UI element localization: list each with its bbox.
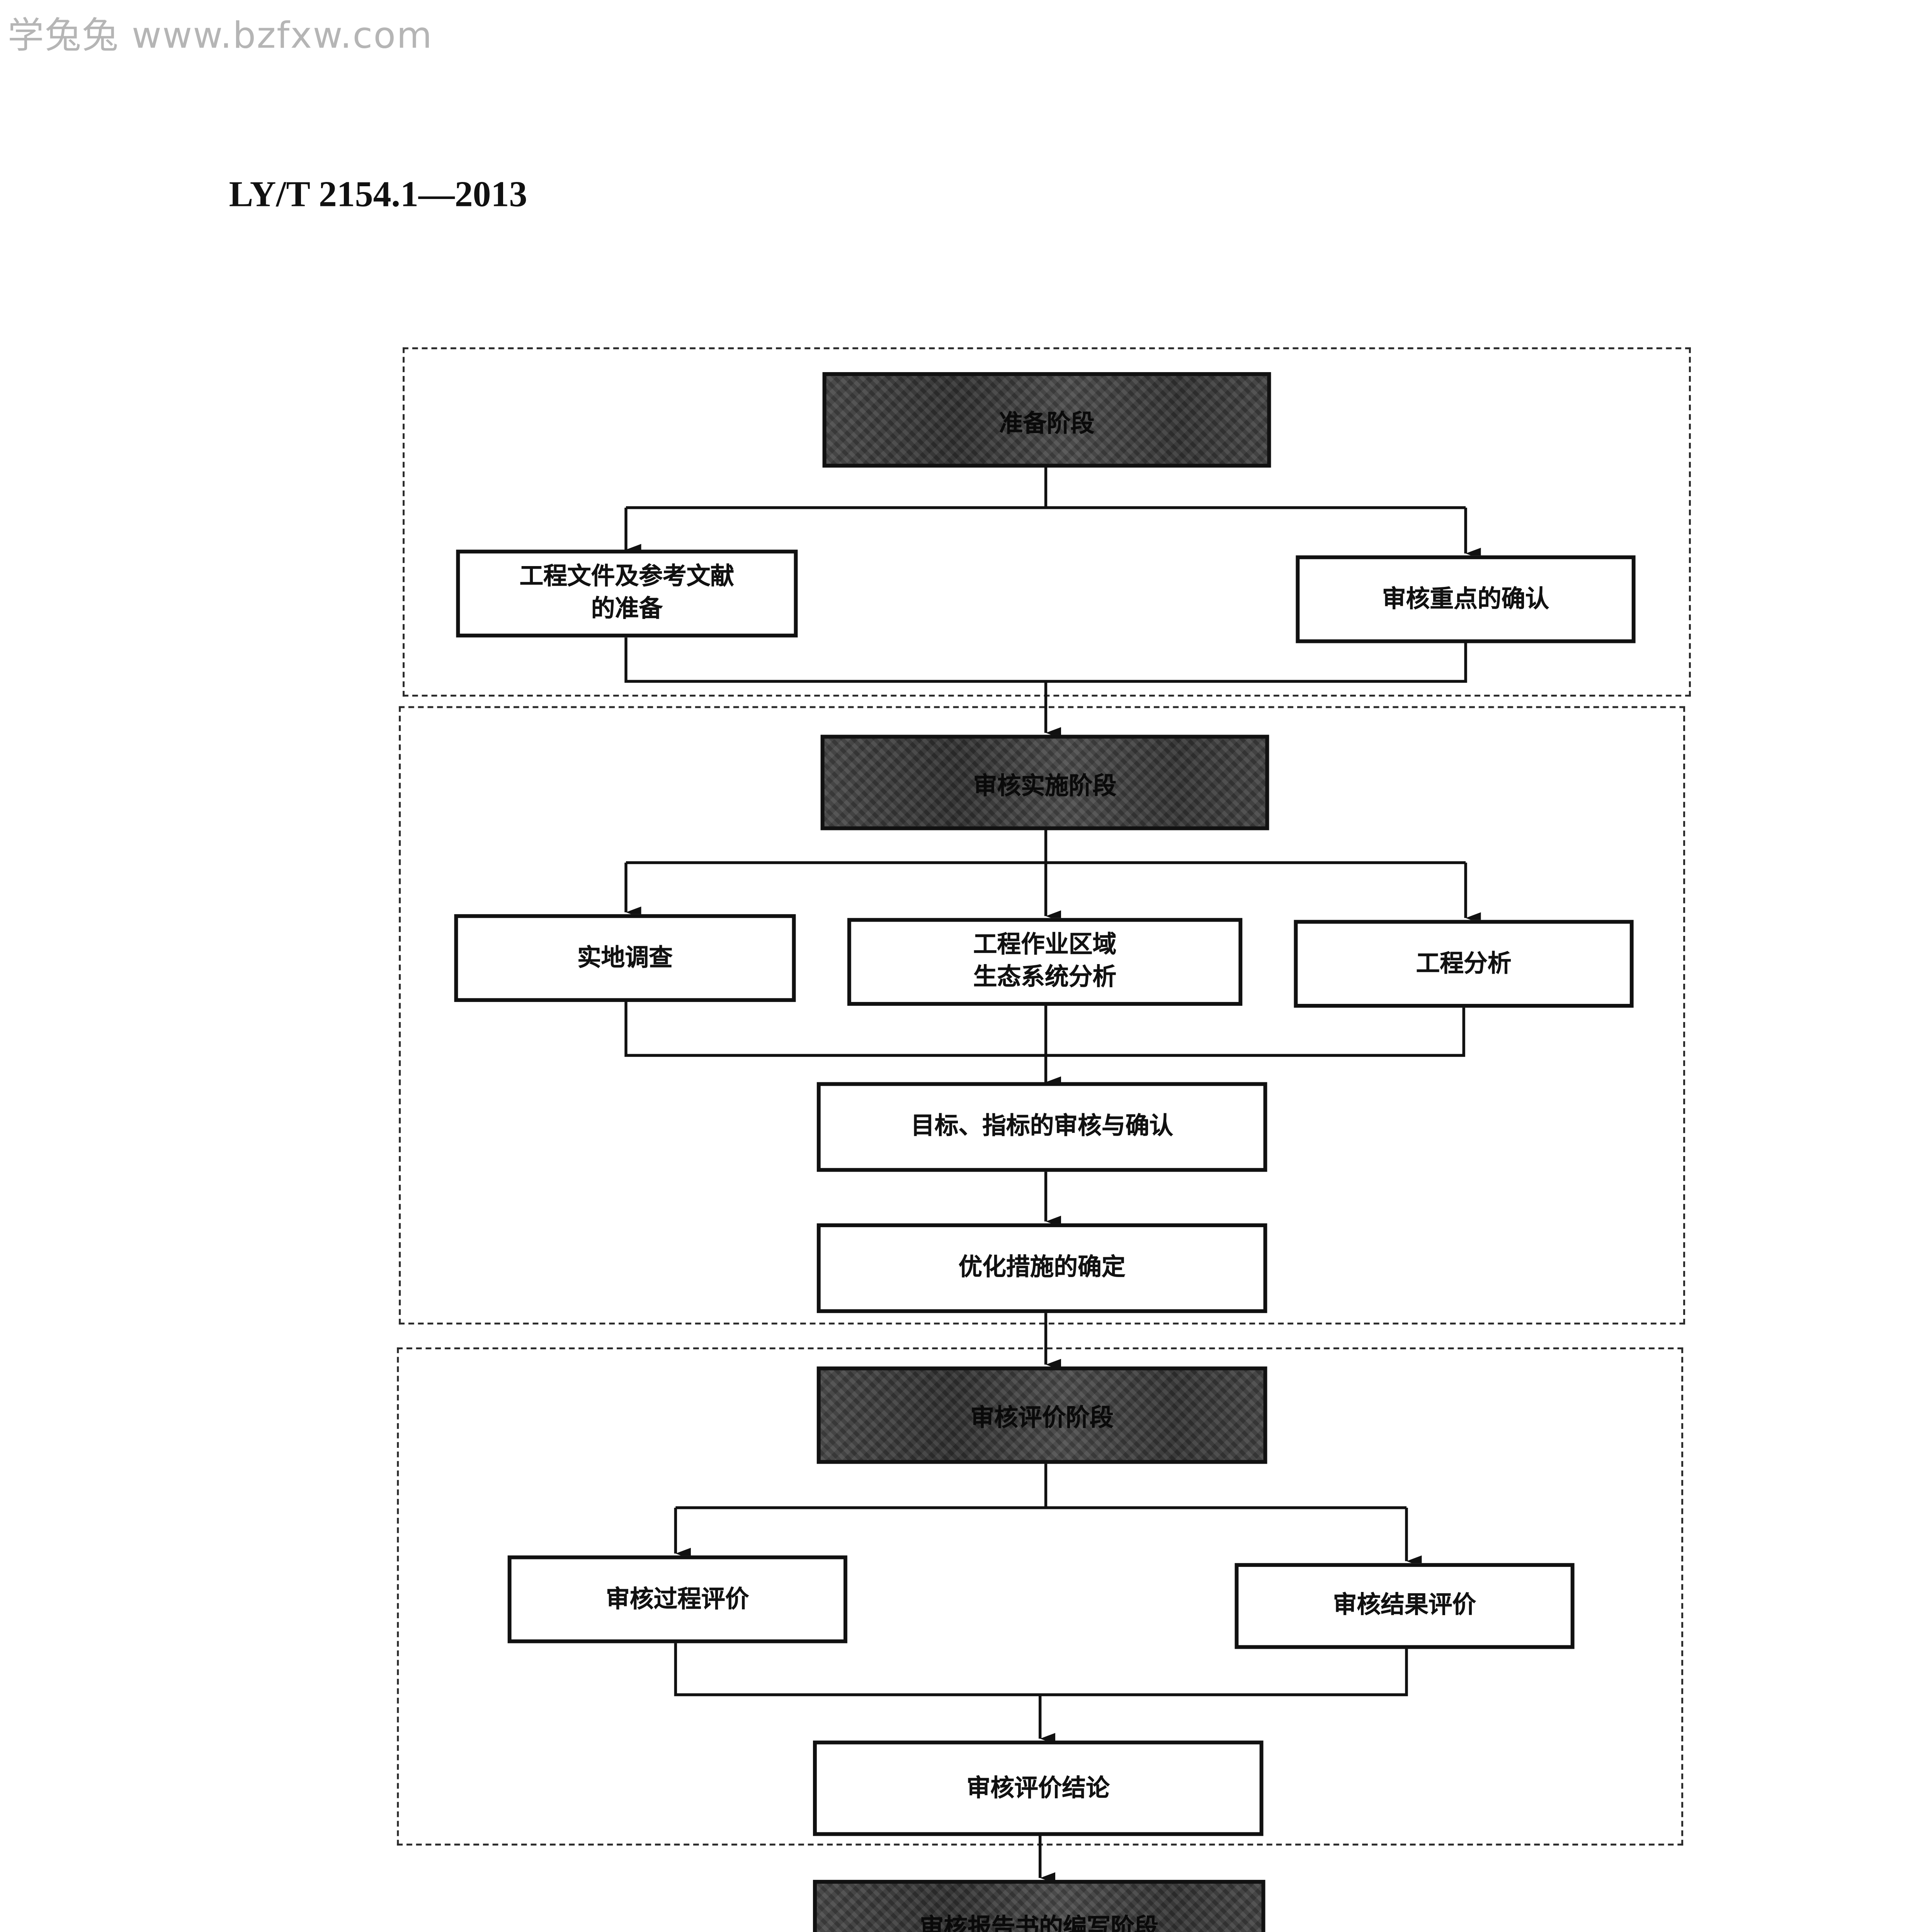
step-result-evaluation: 审核结果评价 — [1235, 1563, 1575, 1649]
step-docs-preparation: 工程文件及参考文献 的准备 — [456, 549, 798, 638]
phase-implementation-label: 审核实施阶段 — [973, 770, 1117, 799]
phase-evaluation-label: 审核评价阶段 — [970, 1403, 1114, 1432]
phase-implementation: 审核实施阶段 — [820, 735, 1269, 830]
step-ecosystem-analysis: 工程作业区域 生态系统分析 — [847, 918, 1243, 1006]
step-process-evaluation: 审核过程评价 — [507, 1555, 847, 1643]
phase-preparation-label: 准备阶段 — [999, 407, 1095, 436]
phase-evaluation: 审核评价阶段 — [816, 1366, 1267, 1464]
step-targets-review: 目标、指标的审核与确认 — [816, 1082, 1267, 1172]
watermark: 学兔兔 www.bzfxw.com — [7, 15, 433, 58]
connector-line — [624, 637, 1467, 683]
phase-preparation: 准备阶段 — [822, 372, 1271, 468]
phase-report: 审核报告书的编写阶段 — [813, 1880, 1265, 1932]
connector-line — [626, 828, 1466, 864]
phase-report-label: 审核报告书的编写阶段 — [920, 1912, 1158, 1932]
connector-line — [675, 1464, 1406, 1509]
step-evaluation-conclusion: 审核评价结论 — [813, 1740, 1264, 1836]
step-engineering-analysis: 工程分析 — [1294, 920, 1634, 1008]
connector-line — [624, 1000, 1465, 1057]
step-key-points-confirmation: 审核重点的确认 — [1296, 555, 1636, 643]
connector-line — [626, 466, 1466, 509]
implementation-stage-frame — [399, 706, 1685, 1325]
step-optimization: 优化措施的确定 — [816, 1223, 1267, 1313]
standard-code-header: LY/T 2154.1—2013 — [229, 175, 527, 216]
step-field-survey: 实地调查 — [454, 914, 796, 1002]
connector-line — [674, 1641, 1408, 1696]
